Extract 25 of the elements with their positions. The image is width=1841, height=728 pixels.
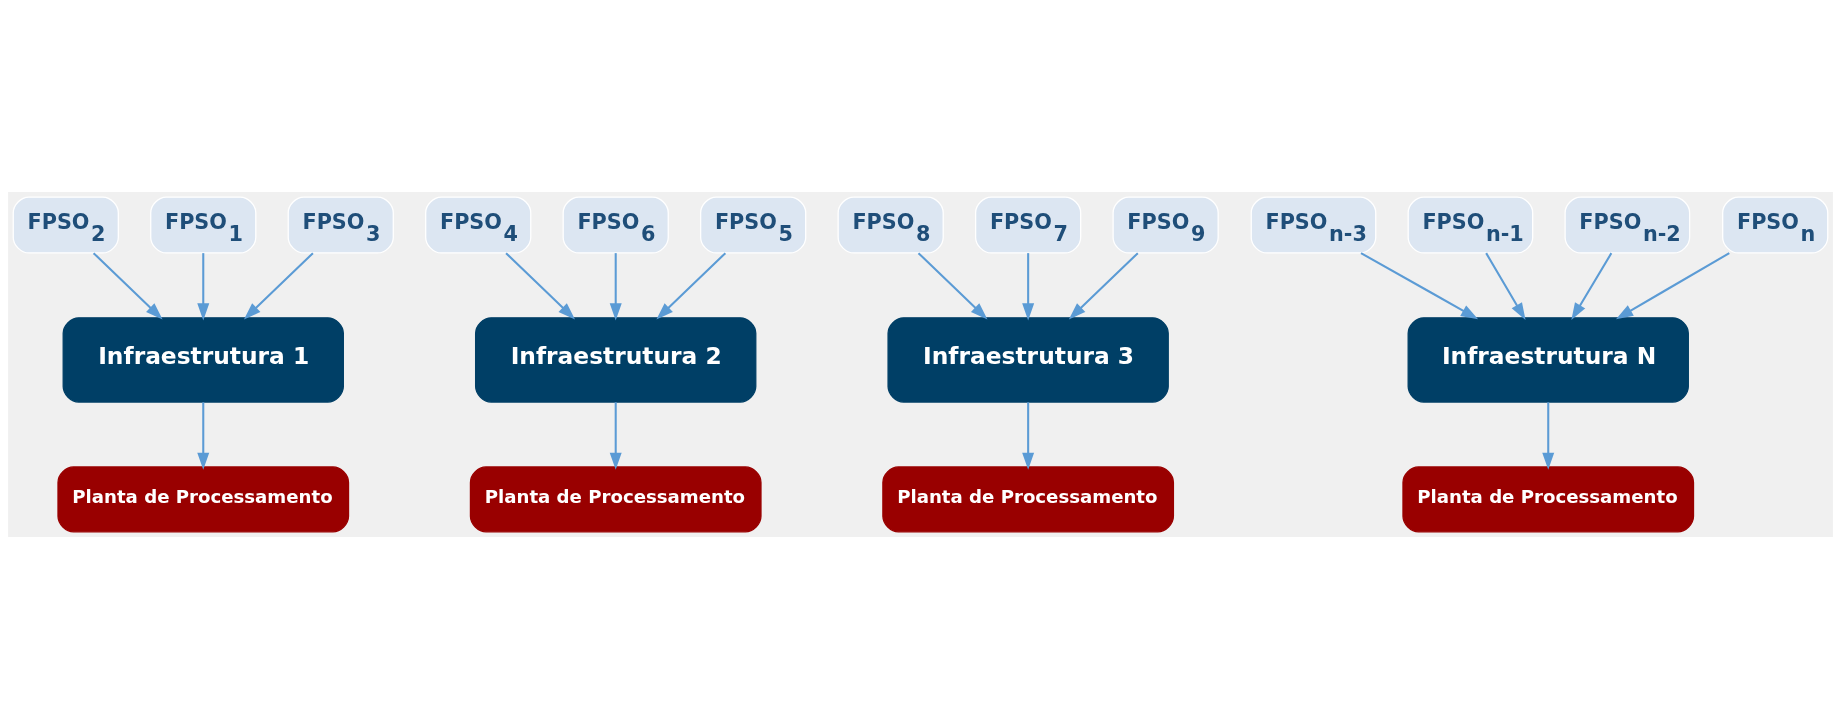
arrow (197, 252, 210, 320)
arrow (505, 251, 576, 320)
node-box: Infraestrutura N (1407, 316, 1689, 403)
arrow (1068, 251, 1139, 320)
node-box: Planta de Processamento (57, 465, 350, 532)
node-box: Planta de Processamento (469, 465, 762, 532)
arrow (609, 252, 622, 320)
arrow (197, 401, 210, 470)
arrow (1022, 401, 1035, 470)
node-box: Infraestrutura 2 (475, 316, 757, 403)
arrow (92, 251, 163, 320)
arrow (1542, 401, 1555, 470)
arrow (609, 401, 622, 470)
node-box: Infraestrutura 1 (62, 316, 344, 403)
arrow (917, 251, 988, 320)
arrow (243, 251, 314, 320)
node-box: Planta de Processamento (882, 465, 1175, 532)
arrow (1360, 251, 1479, 319)
arrow (1022, 252, 1035, 320)
arrow (1616, 251, 1730, 319)
arrow (656, 251, 727, 320)
node-box: Planta de Processamento (1402, 465, 1695, 532)
arrow (1571, 252, 1613, 320)
node-box: Infraestrutura 3 (887, 316, 1169, 403)
arrow (1485, 252, 1526, 320)
